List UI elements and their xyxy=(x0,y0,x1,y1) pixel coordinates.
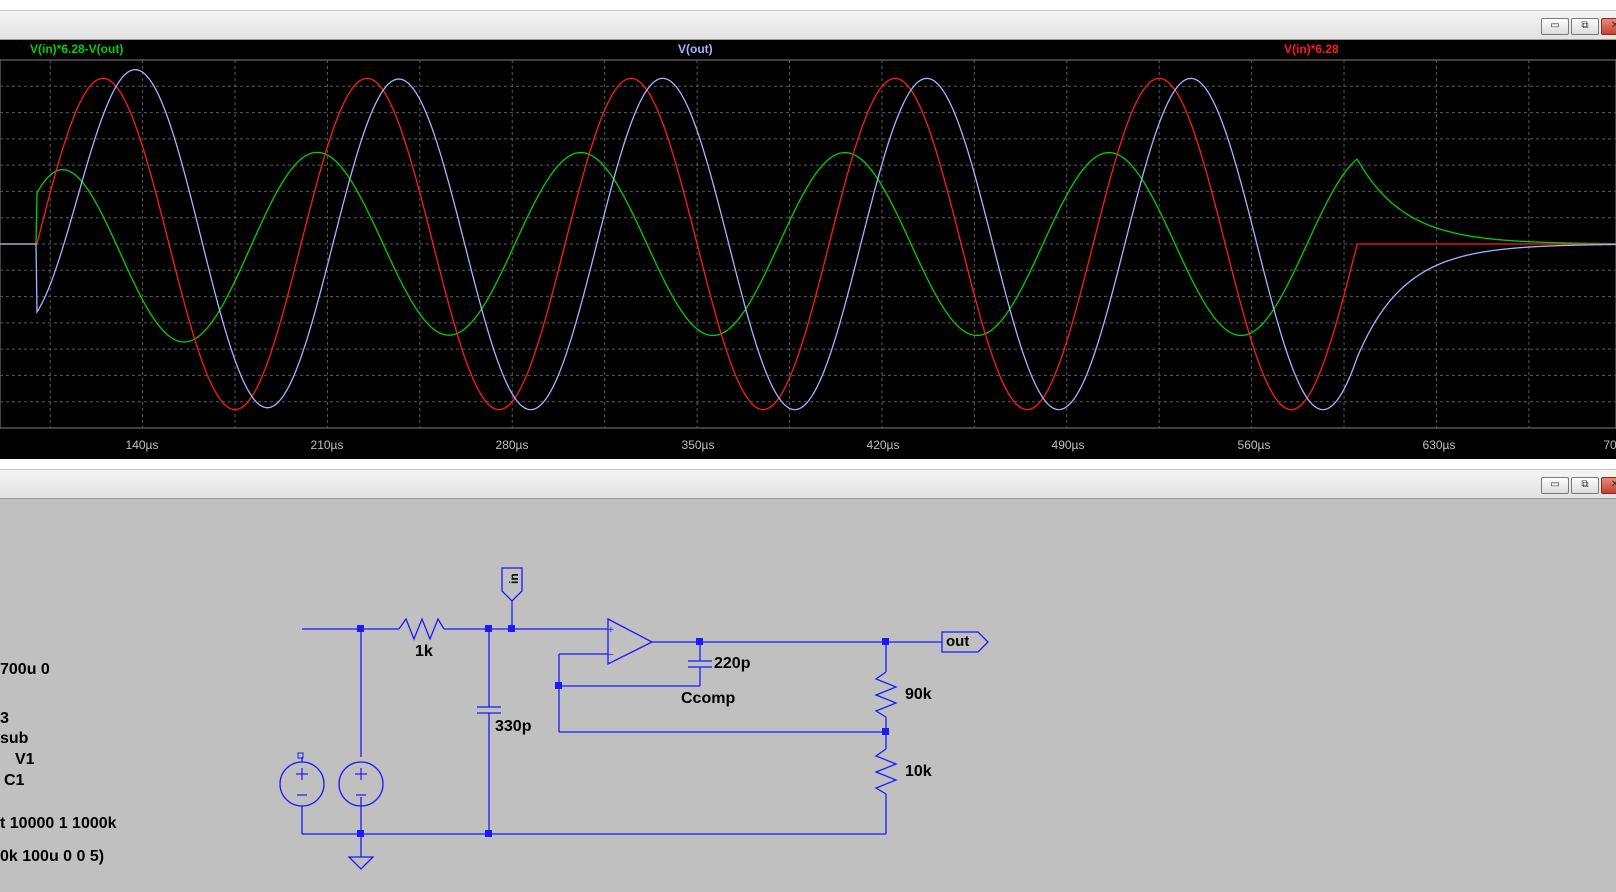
opamp-symbol[interactable] xyxy=(607,617,654,666)
x-tick-label: 490µs xyxy=(1051,438,1085,452)
x-tick-label: 630µs xyxy=(1422,438,1456,452)
voltage-source-v1[interactable] xyxy=(338,761,384,807)
restore-icon[interactable]: ⧉ xyxy=(1571,18,1599,35)
label-90k[interactable]: 90k xyxy=(905,686,932,703)
label-330p[interactable]: 330p xyxy=(495,718,532,735)
trace-vout xyxy=(0,68,1616,411)
junction-dot xyxy=(357,625,364,632)
resistor-10k[interactable] xyxy=(874,748,898,795)
junction-dot xyxy=(485,625,492,632)
waveform-plot[interactable]: V(in)*6.28-V(out) V(out) V(in)*6.28 140µ… xyxy=(0,40,1616,459)
plot-pane-titlebar: ▭ ⧉ ✕ xyxy=(0,10,1616,40)
junction-dot xyxy=(696,638,703,645)
x-tick-label: 560µs xyxy=(1237,438,1271,452)
label-220p[interactable]: 220p xyxy=(714,655,751,672)
top-strip xyxy=(0,0,1616,10)
minimize-icon[interactable]: ▭ xyxy=(1541,18,1569,35)
x-tick-label: 140µs xyxy=(125,438,159,452)
resistor-90k[interactable] xyxy=(874,671,898,718)
plot-canvas[interactable] xyxy=(0,40,1616,459)
netlist-line[interactable]: C1 xyxy=(4,772,25,789)
junction-dot xyxy=(357,830,364,837)
close-icon[interactable]: ✕ xyxy=(1601,18,1616,35)
plot-border xyxy=(0,59,1616,429)
legend-vout-trace[interactable]: V(out) xyxy=(678,42,713,56)
ground-icon xyxy=(347,856,375,870)
label-ccomp[interactable]: Ccomp xyxy=(681,690,736,707)
junction-dot xyxy=(508,625,515,632)
x-tick-label: 420µs xyxy=(866,438,900,452)
x-tick-label: 280µs xyxy=(495,438,529,452)
pin-marker xyxy=(297,752,304,759)
trace-diff xyxy=(0,151,1616,343)
minimize-icon[interactable]: ▭ xyxy=(1541,477,1569,494)
pane-separator[interactable] xyxy=(0,459,1616,469)
x-tick-label: 350µs xyxy=(681,438,715,452)
trace-vin xyxy=(0,77,1616,411)
netlist-line[interactable]: 0k 100u 0 0 5) xyxy=(0,848,105,865)
junction-dot xyxy=(555,682,562,689)
label-out[interactable]: out xyxy=(946,633,970,650)
opamp-plus-sign: + xyxy=(608,625,614,636)
label-in[interactable]: in xyxy=(507,573,521,584)
label-1k[interactable]: 1k xyxy=(415,643,433,660)
x-tick-label: 210µs xyxy=(310,438,344,452)
netlist-line[interactable]: 700u 0 xyxy=(0,661,50,678)
netlist-line[interactable]: sub xyxy=(0,730,29,747)
junction-dot xyxy=(882,728,889,735)
junction-dot xyxy=(485,830,492,837)
netlist-line[interactable]: 3 xyxy=(0,710,9,727)
schematic-canvas[interactable]: + − xyxy=(0,499,1616,892)
legend-diff-trace[interactable]: V(in)*6.28-V(out) xyxy=(30,42,124,56)
schematic-editor[interactable]: + − 1k 330p 220p Ccomp 90k 10k out i xyxy=(0,499,1616,892)
legend-vin-trace[interactable]: V(in)*6.28 xyxy=(1284,42,1339,56)
restore-icon[interactable]: ⧉ xyxy=(1571,477,1599,494)
out-port-flag[interactable] xyxy=(941,631,989,653)
label-10k[interactable]: 10k xyxy=(905,763,932,780)
schematic-pane-titlebar: ▭ ⧉ ✕ xyxy=(0,469,1616,499)
x-tick-label: 70 xyxy=(1603,438,1616,452)
netlist-line[interactable]: t 10000 1 1000k xyxy=(0,815,117,832)
junction-dot xyxy=(882,638,889,645)
resistor-1k[interactable] xyxy=(398,617,445,641)
in-port-flag[interactable] xyxy=(501,567,523,602)
netlist-line[interactable]: V1 xyxy=(15,751,35,768)
close-icon[interactable]: ✕ xyxy=(1601,477,1616,494)
opamp-minus-sign: − xyxy=(608,650,614,661)
